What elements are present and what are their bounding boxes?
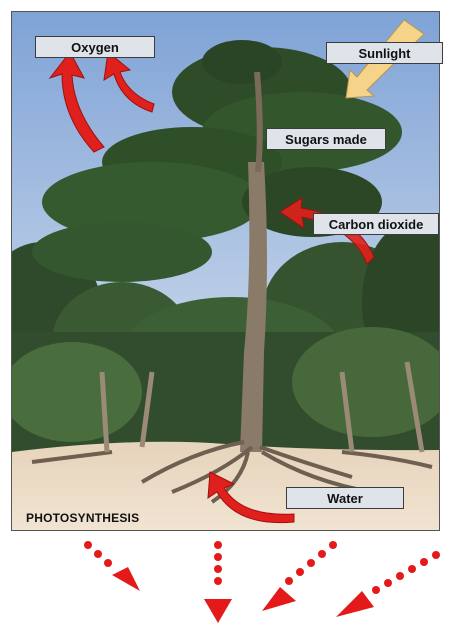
tree-illustration bbox=[12, 12, 440, 531]
tree-photo bbox=[11, 11, 440, 531]
sugars-made-label: Sugars made bbox=[266, 128, 386, 150]
dotted-arrow-3 bbox=[262, 541, 337, 611]
dotted-arrow-4 bbox=[336, 551, 440, 617]
dotted-arrow-1 bbox=[84, 541, 140, 591]
photosynthesis-caption: PHOTOSYNTHESIS bbox=[26, 511, 139, 525]
sunlight-label: Sunlight bbox=[326, 42, 443, 64]
carbon-dioxide-label: Carbon dioxide bbox=[313, 213, 439, 235]
water-label: Water bbox=[286, 487, 404, 509]
dotted-arrow-2 bbox=[204, 541, 232, 623]
oxygen-label: Oxygen bbox=[35, 36, 155, 58]
dotted-arrows bbox=[0, 531, 451, 626]
